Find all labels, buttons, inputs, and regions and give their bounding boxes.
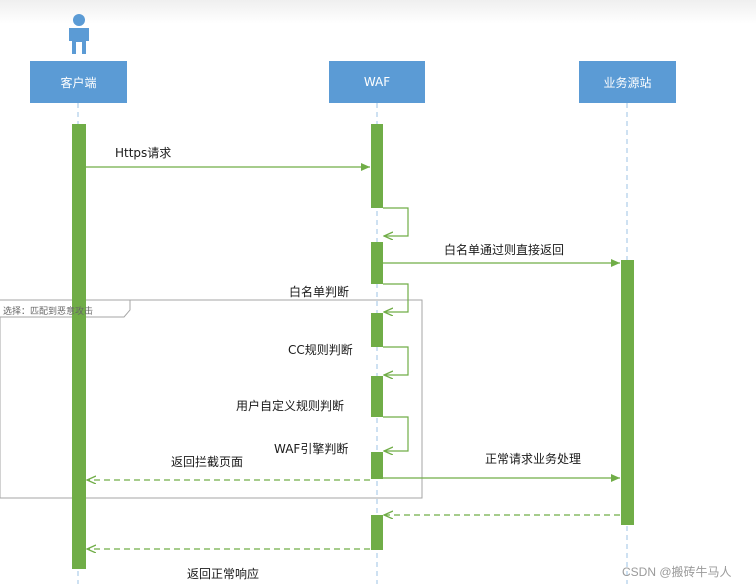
activation-waf-6 xyxy=(371,515,383,550)
activation-waf-4 xyxy=(371,376,383,417)
activation-client xyxy=(72,124,86,569)
self-arrow-custom xyxy=(383,416,409,451)
activation-origin xyxy=(621,260,634,525)
activation-waf-2 xyxy=(371,242,383,284)
self-arrow-cc xyxy=(383,346,409,375)
activation-bars xyxy=(72,124,634,569)
participant-origin-label: 业务源站 xyxy=(603,75,652,90)
label-normal-request-processing: 正常请求业务处理 xyxy=(485,452,582,466)
label-whitelist-check: 白名单判断 xyxy=(289,285,350,299)
user-icon xyxy=(69,14,89,54)
label-https-request: Https请求 xyxy=(115,146,172,160)
top-shade xyxy=(0,0,756,24)
activation-waf-3 xyxy=(371,313,383,347)
label-custom-rule-check: 用户自定义规则判断 xyxy=(236,399,345,413)
label-cc-rule-check: CC规则判断 xyxy=(288,343,353,357)
label-return-normal-response: 返回正常响应 xyxy=(187,567,260,581)
label-waf-engine-check: WAF引擎判断 xyxy=(274,442,349,456)
participant-client: 客户端 xyxy=(30,61,127,103)
watermark: CSDN @搬砖牛马人 xyxy=(622,565,732,579)
participant-waf: WAF xyxy=(329,61,425,103)
label-return-block-page: 返回拦截页面 xyxy=(171,455,244,469)
participant-client-label: 客户端 xyxy=(60,75,97,90)
label-whitelist-direct-return: 白名单通过则直接返回 xyxy=(444,243,565,257)
activation-waf-5 xyxy=(371,452,383,479)
activation-waf-1 xyxy=(371,124,383,208)
self-arrow-whitelist xyxy=(383,283,409,312)
participant-waf-label: WAF xyxy=(363,75,391,89)
alt-fragment-label: 选择：匹配到恶意攻击 xyxy=(3,307,94,317)
alt-fragment xyxy=(0,299,423,499)
self-arrow-1 xyxy=(383,207,409,236)
participant-origin: 业务源站 xyxy=(579,61,676,103)
